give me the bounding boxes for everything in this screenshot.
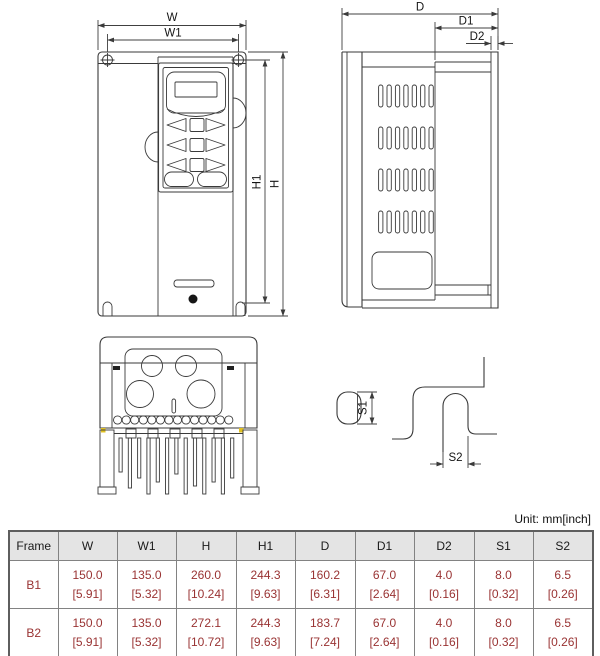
mounting-hole-right: [231, 53, 246, 67]
s2-detail: S2: [392, 357, 497, 468]
dim-label-d1: D1: [459, 16, 474, 28]
dimensions-table: Frame W W1 H H1 D D1 D2 S1 S2 B1 150.0[5…: [8, 530, 594, 656]
col-header-d2: D2: [413, 530, 475, 561]
heatsink-fins: [97, 429, 260, 495]
table-row-b2: B2 150.0[5.91] 135.0[5.32] 272.1[10.72] …: [8, 608, 594, 656]
bottom-slot: [173, 279, 215, 288]
value-cell: 67.0[2.64]: [354, 608, 415, 656]
dim-label-h1: H1: [252, 175, 264, 190]
lcd-screen: [174, 81, 218, 98]
table-row-b1: B1 150.0[5.91] 135.0[5.32] 260.0[10.24] …: [8, 560, 594, 609]
bottom-notch-right: [235, 301, 246, 316]
unit-label: Unit: mm[inch]: [514, 512, 591, 526]
col-header-s1: S1: [473, 530, 534, 561]
value-cell: 260.0[10.24]: [175, 560, 237, 609]
value-cell: 150.0[5.91]: [57, 560, 118, 609]
s2-sheet-profile: [392, 357, 485, 440]
front-body-outline: [97, 51, 247, 317]
dim-label-w: W: [167, 12, 178, 24]
dimension-w: W: [97, 12, 247, 50]
s2-keyhole-slot: [442, 392, 497, 452]
heatsink-front-edge: [362, 62, 436, 300]
dim-label-d: D: [416, 2, 424, 14]
col-header-s2: S2: [532, 530, 594, 561]
dim-label-s2: S2: [448, 452, 462, 464]
bottom-screw: [188, 294, 198, 304]
cable-gland-hole: [126, 380, 154, 408]
dimension-d1: D1: [434, 16, 499, 60]
table-header-row: Frame W W1 H H1 D D1 D2 S1 S2: [8, 530, 594, 561]
display-arc: [166, 108, 226, 117]
bottom-notch-left: [102, 301, 113, 316]
col-header-w: W: [57, 530, 118, 561]
col-header-h1: H1: [235, 530, 296, 561]
terminal-holes: [113, 415, 234, 425]
col-header-w1: W1: [116, 530, 177, 561]
value-cell: 4.0[0.16]: [413, 560, 475, 609]
technical-drawing: W W1 H1 H: [97, 2, 513, 495]
value-cell: 6.5[0.26]: [532, 608, 594, 656]
terminal-rail: [101, 428, 244, 439]
dimension-h1: H1: [242, 59, 270, 304]
dim-label-d2: D2: [470, 31, 485, 43]
dimension-w1: W1: [107, 28, 239, 52]
display-panel: [166, 71, 226, 114]
dimension-h: H: [248, 51, 288, 317]
left-ear-tab: [144, 131, 159, 163]
cable-gland-hole: [175, 355, 197, 377]
value-cell: 272.1[10.72]: [175, 608, 237, 656]
col-header-d1: D1: [354, 530, 415, 561]
value-cell: 244.3[9.63]: [235, 560, 296, 609]
value-cell: 150.0[5.91]: [57, 608, 118, 656]
value-cell: 160.2[6.31]: [294, 560, 356, 609]
frame-cell: B2: [8, 608, 59, 656]
col-header-frame: Frame: [8, 530, 59, 561]
dim-label-w1: W1: [164, 28, 181, 40]
keypad: [157, 62, 234, 193]
right-ear-tab: [232, 97, 247, 129]
nameplate-label: [371, 251, 433, 290]
terminal-panel: [124, 348, 223, 417]
cable-gland-hole: [186, 379, 216, 409]
s1-detail: S1: [336, 391, 377, 425]
value-cell: 244.3[9.63]: [235, 608, 296, 656]
mounting-hole-left: [100, 53, 115, 67]
col-header-d: D: [294, 530, 356, 561]
value-cell: 6.5[0.26]: [532, 560, 594, 609]
s1-hole-shape: [336, 391, 362, 425]
value-cell: 67.0[2.64]: [354, 560, 415, 609]
vent-slots: [378, 84, 434, 234]
bottom-view: [97, 336, 260, 495]
value-cell: 135.0[5.32]: [116, 608, 177, 656]
dim-label-h: H: [270, 180, 282, 188]
cable-gland-hole: [141, 355, 163, 377]
value-cell: 8.0[0.32]: [473, 608, 534, 656]
value-cell: 8.0[0.32]: [473, 560, 534, 609]
value-cell: 183.7[7.24]: [294, 608, 356, 656]
col-header-h: H: [175, 530, 237, 561]
side-view: D D1 D2: [341, 2, 513, 309]
bottom-body-outline: [99, 336, 258, 429]
value-cell: 4.0[0.16]: [413, 608, 475, 656]
frame-cell: B1: [8, 560, 59, 609]
dimension-d2: D2: [466, 31, 513, 50]
side-body-outline: [341, 51, 499, 309]
keypad-buttons: [164, 118, 227, 187]
front-view: W W1 H1 H: [97, 12, 288, 317]
dim-label-s1: S1: [358, 401, 370, 415]
value-cell: 135.0[5.32]: [116, 560, 177, 609]
